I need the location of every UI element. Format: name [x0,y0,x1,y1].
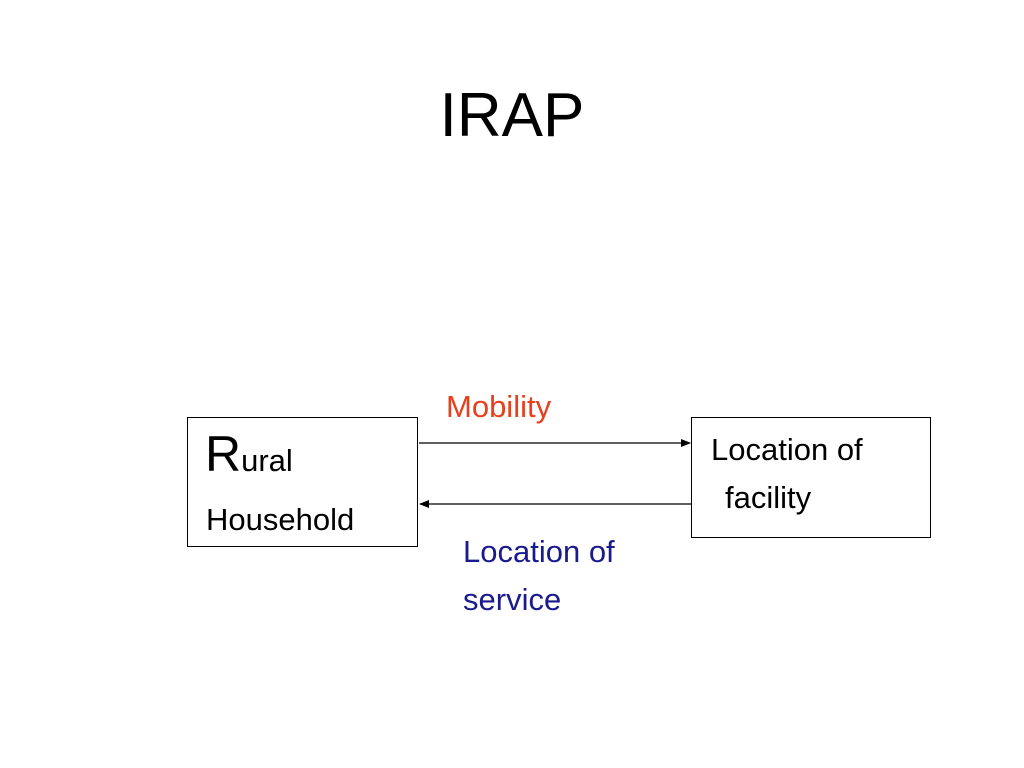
slide-title: IRAP [439,81,585,150]
household-label: Household [206,502,355,537]
service-label-line1: Location of [463,534,615,569]
facility-line1: Location of [711,432,863,467]
facility-line2: facility [725,480,812,515]
rural-initial: R [205,426,242,482]
rural-household-line1: Rural [205,426,293,482]
mobility-label: Mobility [446,389,552,424]
service-label-line2: service [463,582,562,617]
rural-household-box [187,417,418,547]
rural-rest: ural [241,443,293,478]
location-of-facility-box [691,417,931,538]
